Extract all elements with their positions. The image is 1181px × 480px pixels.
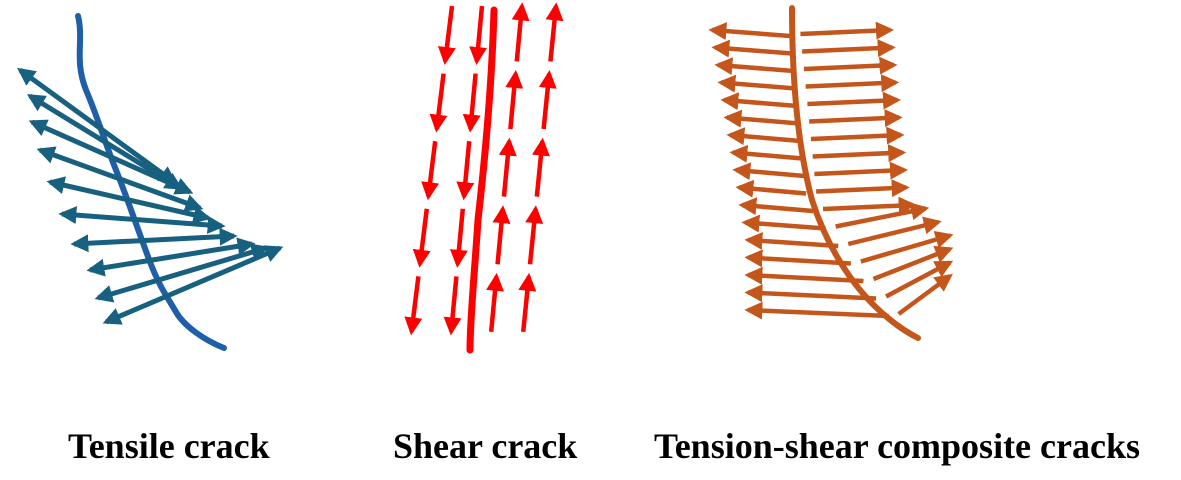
shear-arrow-up: [498, 137, 517, 197]
composite-arrow-right: [805, 74, 900, 93]
composite-arrow-right: [872, 245, 954, 282]
shear-arrow-up: [538, 70, 557, 130]
composite-arrow-right: [812, 144, 907, 163]
composite-arrow-left: [723, 109, 800, 128]
shear-crack-line: [466, 6, 498, 354]
composite-arrow-right: [809, 109, 903, 128]
composite-arrow-left: [720, 92, 798, 111]
composite-arrow-right: [816, 179, 910, 198]
shear-arrow-down: [469, 5, 488, 66]
composite-arrow-right: [807, 91, 901, 110]
composite-arrow-right: [803, 56, 898, 75]
shear-arrow-down: [404, 276, 423, 336]
tensile-arrow: [70, 227, 238, 253]
composite-arrow-left: [744, 249, 851, 268]
composite-arrow-right: [802, 39, 896, 58]
composite-arrow-left: [732, 162, 805, 181]
shear-arrow-up: [532, 137, 550, 197]
composite-arrow-right: [835, 202, 930, 229]
composite-cracks-caption: Tension-shear composite cracks: [654, 426, 1140, 466]
shear-arrow-down: [412, 208, 431, 268]
composite-arrow-right: [860, 230, 954, 264]
composite-arrow-right: [822, 196, 917, 215]
composite-arrow-right: [800, 21, 894, 40]
shear-arrow-down: [443, 276, 462, 336]
shear-arrow-down: [456, 140, 475, 201]
shear-arrow-down: [421, 140, 440, 201]
composite-arrow-right: [897, 273, 953, 316]
composite-arrow-left: [726, 127, 802, 146]
composite-arrow-left: [744, 266, 864, 285]
shear-arrow-up: [492, 205, 511, 265]
shear-arrow-up: [525, 205, 544, 265]
composite-arrow-left: [744, 301, 889, 320]
composite-arrow-left: [708, 22, 791, 41]
composite-arrow-left: [735, 179, 807, 198]
shear-arrow-down: [429, 73, 448, 133]
composite-arrow-left: [717, 74, 796, 93]
shear-arrow-up: [505, 70, 524, 130]
composite-panel: [708, 5, 954, 341]
shear-panel: [404, 2, 564, 354]
shear-arrows: [404, 2, 564, 336]
composite-arrow-right: [847, 216, 942, 247]
tensile-arrow: [58, 206, 226, 234]
composite-arrow-right: [810, 126, 905, 145]
shear-crack-caption: Shear crack: [393, 426, 578, 466]
composite-arrow-left: [744, 284, 877, 303]
shear-arrow-down: [437, 5, 456, 66]
tensile-arrow: [102, 245, 284, 325]
composite-arrow-left: [738, 197, 814, 216]
shear-arrow-up: [545, 2, 564, 62]
composite-arrows: [708, 21, 954, 320]
shear-arrow-up: [486, 272, 505, 333]
shear-arrow-down: [449, 208, 468, 268]
shear-arrow-up: [518, 272, 537, 333]
composite-arrow-right: [814, 161, 908, 180]
composite-arrow-left: [711, 39, 793, 58]
tensile-crack-caption: Tensile crack: [68, 426, 270, 466]
shear-arrow-down: [462, 73, 481, 133]
composite-arrow-left: [729, 144, 803, 163]
tensile-arrows: [17, 67, 284, 325]
composite-arrow-left: [741, 214, 826, 233]
tensile-panel: [17, 13, 284, 351]
composite-arrow-right: [884, 260, 954, 299]
shear-arrow-up: [511, 2, 530, 62]
composite-arrow-left: [714, 57, 795, 76]
composite-arrow-left: [744, 231, 839, 250]
